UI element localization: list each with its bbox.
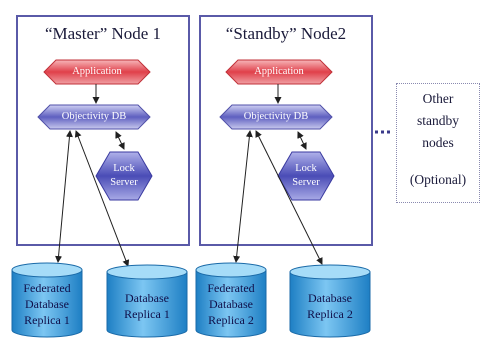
db3-line3: Replica 2 — [208, 313, 254, 327]
other-standby-optional-note: (Optional) — [409, 172, 467, 187]
db3-line2: Database — [209, 297, 253, 311]
other-standby-line3: nodes — [422, 135, 454, 150]
database-replica1-label: Database Replica 1 — [107, 290, 187, 322]
node1-to-federated-replica1-arrow — [55, 130, 73, 263]
federated-database-replica1-cylinder — [11, 262, 83, 338]
node1-lock-server-line1: Lock — [113, 163, 135, 174]
node1-frame — [16, 15, 190, 246]
node2-lock-server-line2: Server — [292, 177, 320, 188]
node2-frame — [199, 15, 373, 246]
node1-lock-server-label: Lock Server — [94, 162, 154, 190]
node1-application-hex — [43, 59, 151, 85]
node2-to-federated-replica2-arrow — [233, 130, 253, 263]
node2-objectivity-db-label: Objectivity DB — [243, 111, 309, 122]
node2-title: “Standby” Node2 — [225, 24, 347, 43]
node1-objectivity-db-hex — [37, 104, 151, 130]
db3-line1: Federated — [207, 281, 255, 295]
node1-title: “Master” Node 1 — [44, 24, 162, 43]
other-standby-line1: Other — [422, 91, 454, 106]
node2-application-hex — [225, 59, 333, 85]
federated-database-replica2-cylinder — [195, 262, 267, 338]
database-replica2-cylinder — [289, 264, 371, 338]
db1-line3: Replica 1 — [24, 313, 70, 327]
database-replica1-cylinder — [106, 264, 188, 338]
node1-lock-server-line2: Server — [110, 177, 138, 188]
other-standby-nodes-box — [396, 83, 480, 203]
db4-line2: Replica 2 — [307, 307, 353, 321]
federated-database-replica1-label: Federated Database Replica 1 — [12, 280, 82, 328]
node2-lock-server-label: Lock Server — [276, 162, 336, 190]
node1-application-label: Application — [72, 66, 122, 77]
db2-line1: Database — [125, 291, 169, 305]
db1-line1: Federated — [23, 281, 71, 295]
node2-objectivity-db-hex — [219, 104, 333, 130]
database-replica2-label: Database Replica 2 — [290, 290, 370, 322]
node2-application-label: Application — [254, 66, 304, 77]
federated-database-replica2-label: Federated Database Replica 2 — [196, 280, 266, 328]
node2-lock-server-line1: Lock — [295, 163, 317, 174]
db4-line1: Database — [308, 291, 352, 305]
node2-to-database-replica2-arrow — [255, 130, 323, 265]
node1-objectivity-db-label: Objectivity DB — [61, 111, 127, 122]
db1-line2: Database — [25, 297, 69, 311]
db2-line2: Replica 1 — [124, 307, 170, 321]
node1-to-database-replica1-arrow — [74, 130, 130, 267]
other-standby-line2: standby — [417, 113, 459, 128]
